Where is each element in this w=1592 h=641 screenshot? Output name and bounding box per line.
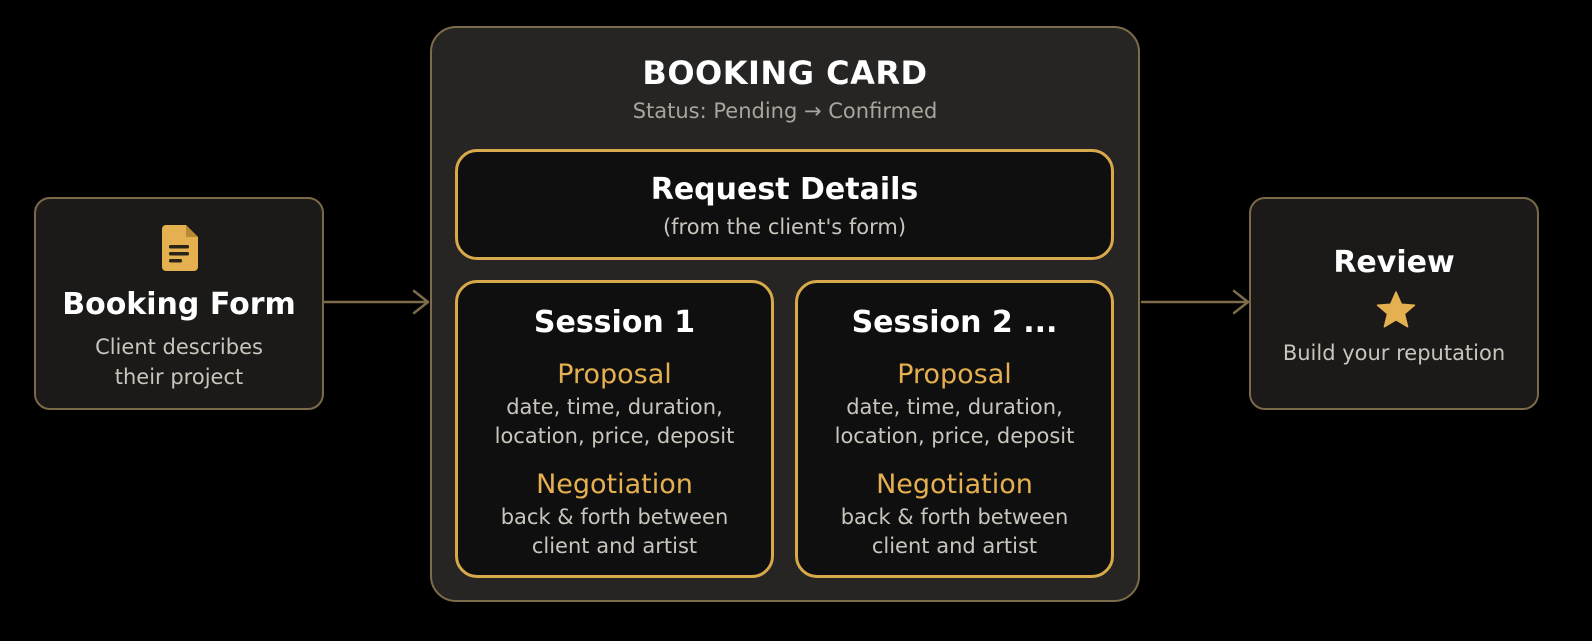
session-card-2: Session 2 ... Proposal date, time, durat… <box>795 280 1114 578</box>
session-title: Session 1 <box>533 305 696 340</box>
request-details-title: Request Details <box>650 172 919 207</box>
request-details-subtitle: (from the client's form) <box>662 215 907 239</box>
negotiation-label: Negotiation <box>876 469 1033 500</box>
negotiation-line2: client and artist <box>871 534 1038 558</box>
proposal-label: Proposal <box>897 359 1012 390</box>
negotiation-line1: back & forth between <box>840 505 1069 529</box>
session-card-1: Session 1 Proposal date, time, duration,… <box>455 280 774 578</box>
request-details-box: Request Details (from the client's form) <box>455 149 1114 260</box>
arrow-form-to-card <box>322 289 430 315</box>
proposal-line1: date, time, duration, <box>506 395 723 419</box>
booking-form-line1: Client describes <box>95 335 263 359</box>
proposal-line1: date, time, duration, <box>846 395 1063 419</box>
review-node: Review Build your reputation <box>1249 197 1539 410</box>
arrow-card-to-review <box>1140 289 1250 315</box>
proposal-line2: location, price, deposit <box>834 424 1075 448</box>
negotiation-label: Negotiation <box>536 469 693 500</box>
review-title: Review <box>1333 245 1455 280</box>
proposal-line2: location, price, deposit <box>494 424 735 448</box>
session-title: Session 2 ... <box>851 305 1058 340</box>
booking-form-line2: their project <box>114 365 244 389</box>
negotiation-line1: back & forth between <box>500 505 729 529</box>
star-icon <box>1376 291 1416 328</box>
booking-card-title: BOOKING CARD <box>642 54 928 92</box>
document-icon <box>162 225 198 271</box>
booking-form-title: Booking Form <box>62 287 296 322</box>
booking-form-node: Booking Form Client describes their proj… <box>34 197 324 410</box>
negotiation-line2: client and artist <box>531 534 698 558</box>
proposal-label: Proposal <box>557 359 672 390</box>
review-subtitle: Build your reputation <box>1282 341 1506 365</box>
booking-card-status: Status: Pending → Confirmed <box>632 99 938 123</box>
